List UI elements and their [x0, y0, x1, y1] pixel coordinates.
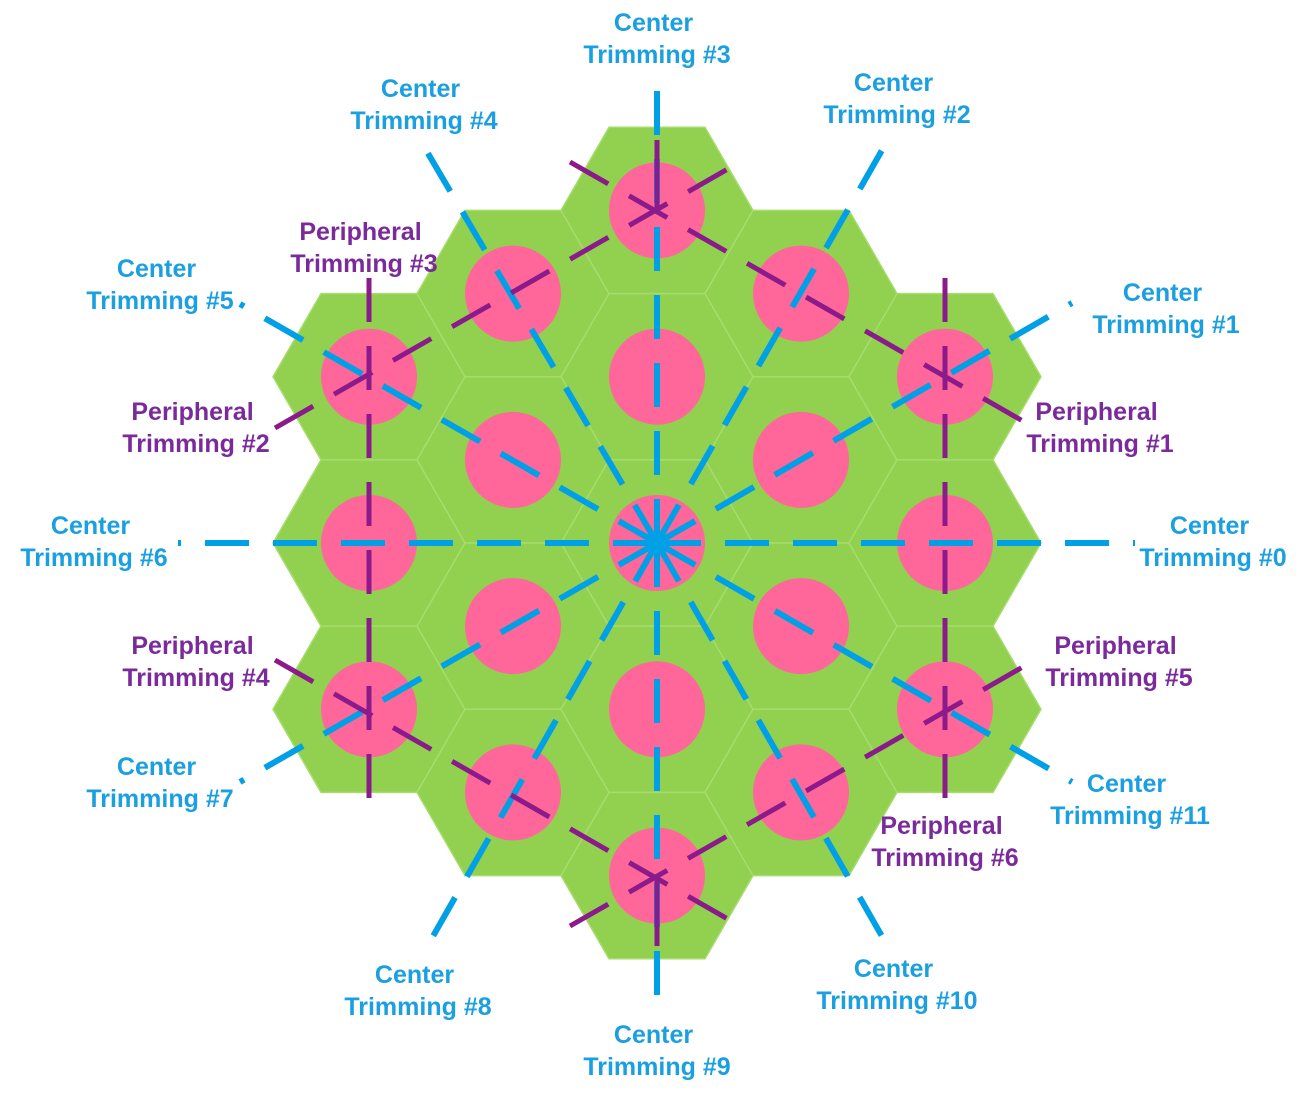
center-trimming-line-2 — [654, 129, 896, 545]
center-starburst-ray — [655, 541, 693, 565]
center-trimming-line-11 — [655, 540, 1074, 785]
peripheral-trimming-4-label: Peripheral Trimming #4 — [122, 632, 269, 692]
center-trimming-6-label: Center Trimming #6 — [20, 512, 167, 572]
trimming-labels: Center Trimming #0 Center Trimming #1 Ce… — [20, 9, 1286, 1081]
peripheral-trimming-line-4 — [273, 657, 742, 929]
center-trimming-2-label: Center Trimming #2 — [823, 69, 970, 129]
center-trimming-8-label: Center Trimming #8 — [344, 961, 491, 1021]
center-trimming-line-5 — [238, 301, 659, 546]
peripheral-trimming-1-label: Peripheral Trimming #1 — [1026, 398, 1173, 458]
center-trimming-line-4 — [413, 131, 660, 545]
center-trimming-4-label: Center Trimming #4 — [350, 75, 497, 135]
center-trimming-11-label: Center Trimming #11 — [1050, 770, 1210, 830]
peripheral-trimming-5-label: Peripheral Trimming #5 — [1045, 632, 1192, 692]
center-starburst-ray — [655, 521, 693, 545]
center-trimming-3-label: Center Trimming #3 — [583, 9, 730, 69]
center-trimming-line-10 — [654, 541, 894, 954]
center-starburst-ray — [621, 541, 659, 565]
center-starburst-ray — [655, 541, 679, 579]
peripheral-trimming-lines — [273, 140, 1037, 946]
center-trimming-1-label: Center Trimming #1 — [1092, 279, 1239, 339]
center-trimming-0-label: Center Trimming #0 — [1139, 512, 1286, 572]
peripheral-trimming-3-label: Peripheral Trimming #3 — [290, 218, 437, 278]
center-trimming-7-label: Center Trimming #7 — [86, 753, 233, 813]
center-starburst-ray — [635, 507, 659, 545]
peripheral-trimming-6-label: Peripheral Trimming #6 — [871, 812, 1018, 872]
center-trimming-line-7 — [238, 540, 659, 785]
center-trimming-9-label: Center Trimming #9 — [583, 1021, 730, 1081]
center-starburst-ray — [655, 507, 679, 545]
peripheral-trimming-line-2 — [273, 159, 742, 431]
center-starburst-ray — [621, 521, 659, 545]
center-trimming-10-label: Center Trimming #10 — [816, 955, 977, 1015]
center-trimming-line-1 — [655, 300, 1074, 546]
center-trimming-line-8 — [421, 541, 660, 954]
center-starburst-ray — [635, 541, 659, 579]
center-trimming-lines — [178, 72, 1135, 1016]
peripheral-trimming-2-label: Peripheral Trimming #2 — [122, 398, 269, 458]
center-trimming-5-label: Center Trimming #5 — [86, 255, 233, 315]
peripheral-trimming-line-5 — [568, 657, 1037, 929]
peripheral-trimming-line-3 — [568, 159, 1037, 431]
